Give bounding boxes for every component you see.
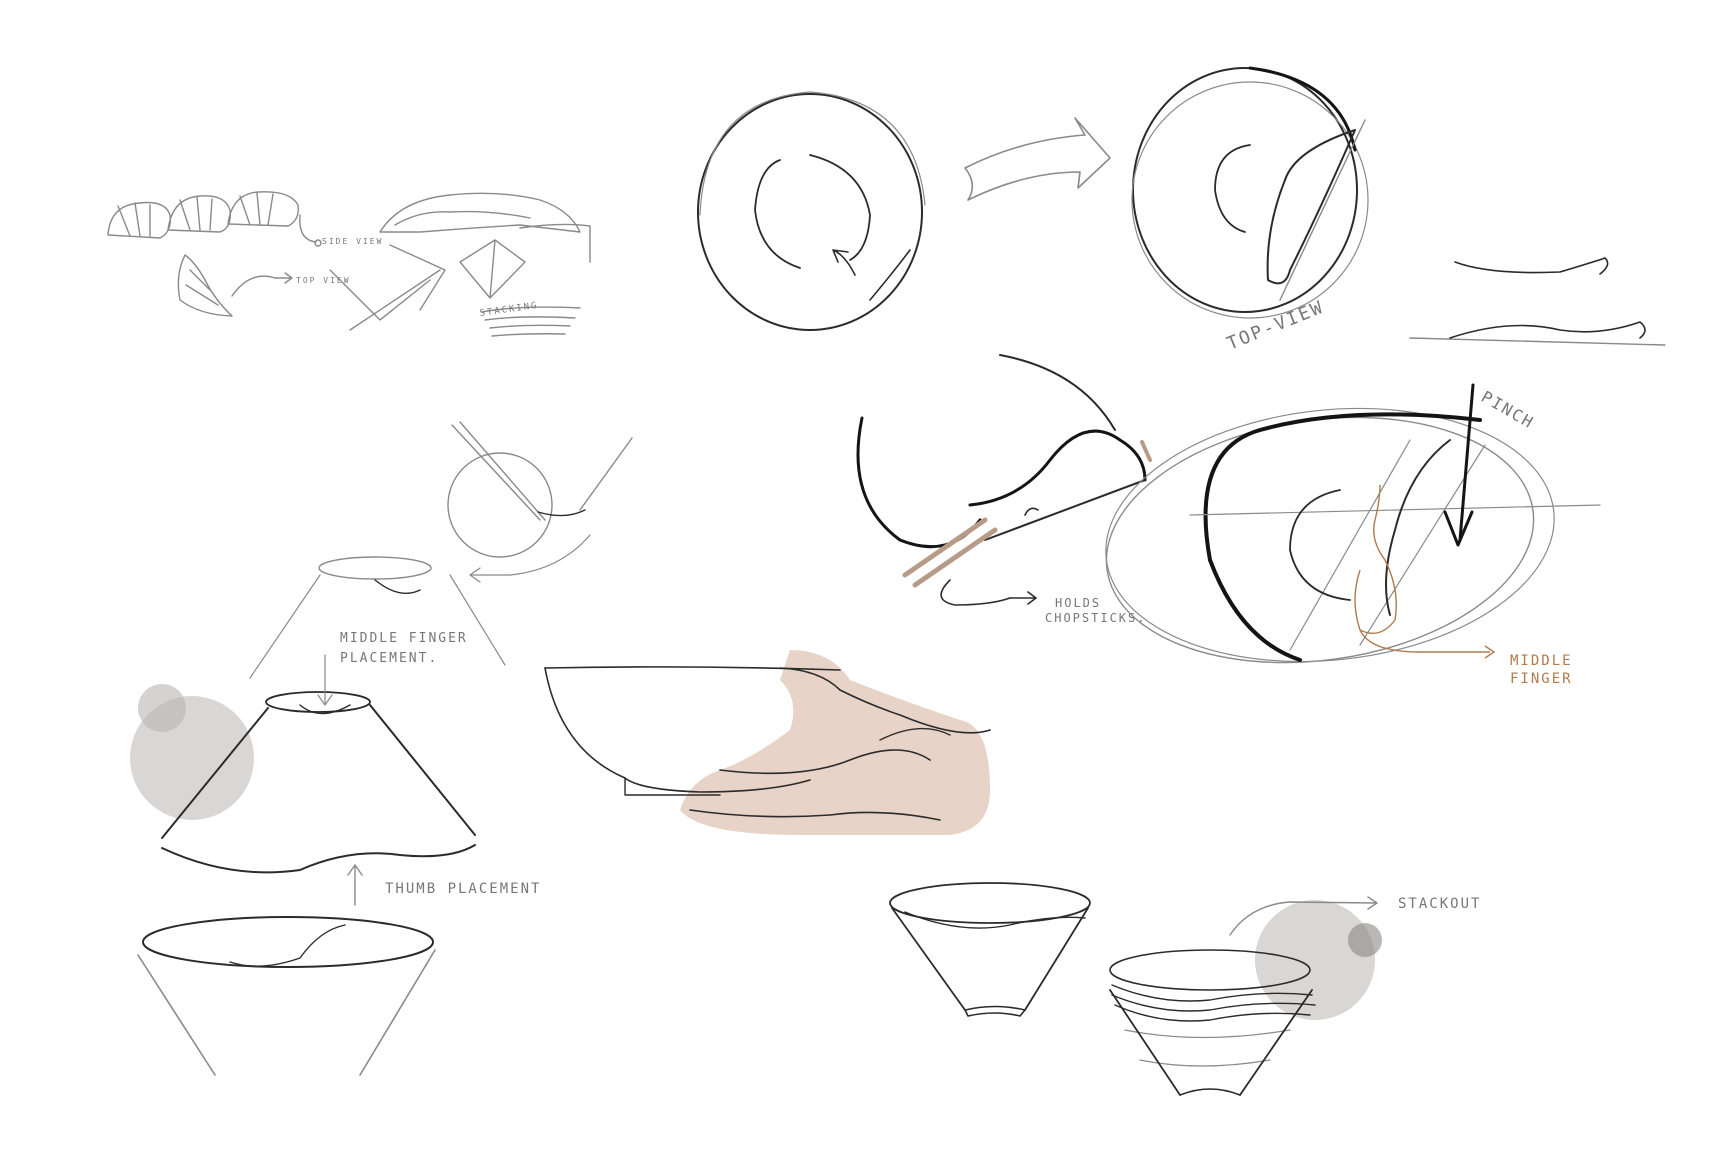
top-view-label: TOP-VIEW: [1224, 297, 1327, 355]
middle-finger-placement-line2: PLACEMENT.: [340, 651, 438, 666]
middle-finger-label-line2: FINGER: [1510, 671, 1573, 687]
holds-label-line2: CHOPSTICKS.: [1045, 611, 1146, 625]
transform-arrow: [964, 117, 1111, 201]
top-view-small-label: TOP VIEW: [296, 276, 351, 285]
hand-holding-bowl: [544, 650, 991, 835]
stackout-label: STACKOUT: [1398, 896, 1481, 912]
side-view-label: SIDE VIEW: [322, 237, 383, 246]
chopstick-rest-sketch: HOLDS CHOPSTICKS.: [856, 354, 1152, 625]
thumb-placement-label: THUMB PLACEMENT: [385, 881, 541, 897]
plate-top-view-before: [697, 91, 926, 331]
pinch-label: PINCH: [1478, 387, 1538, 433]
middle-finger-placement-line1: MIDDLE FINGER: [340, 631, 468, 646]
dumpling-studies: SIDE VIEW TOP VIEW STACKING: [107, 191, 591, 337]
pinch-perspective-sketch: PINCH MIDDLE FINGER: [1105, 383, 1601, 687]
holds-label-line1: HOLDS: [1055, 596, 1101, 610]
stacking-bowls: STACKOUT: [889, 882, 1481, 1096]
plate-top-view-after: TOP-VIEW: [1131, 66, 1369, 355]
cone-bowl-placement-study: MIDDLE FINGER PLACEMENT. THUMB PLACEMENT: [130, 421, 633, 1076]
plate-side-profile: [1409, 257, 1666, 346]
middle-finger-label-line1: MIDDLE: [1510, 653, 1573, 669]
